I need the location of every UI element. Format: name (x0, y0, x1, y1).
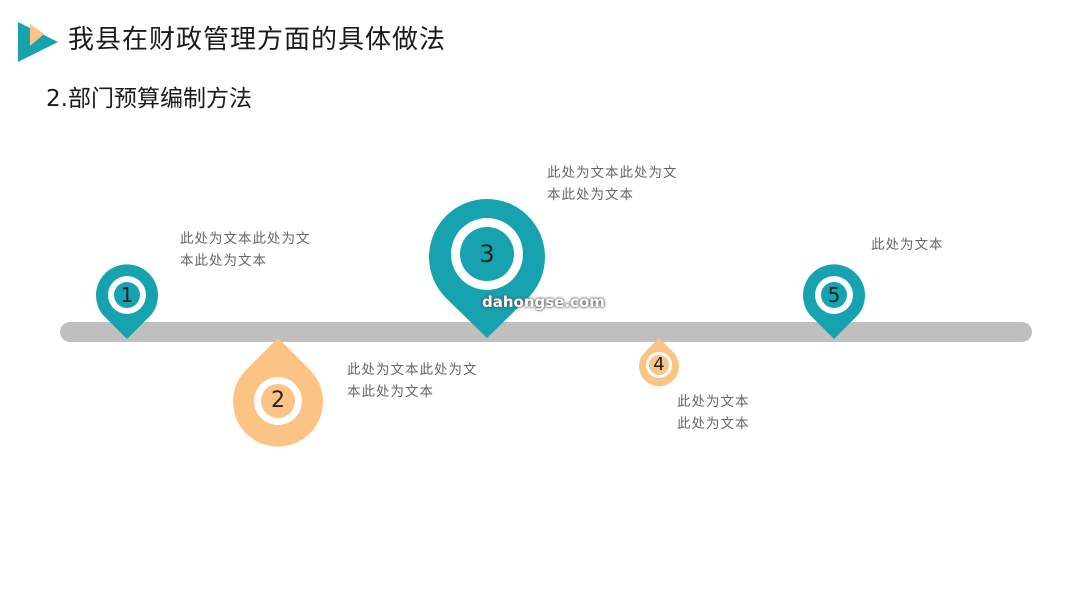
milestone-5-number: 5 (827, 283, 841, 307)
milestone-4-number: 4 (653, 354, 665, 375)
milestone-2-text: 此处为文本此处为文 本此处为文本 (347, 362, 478, 400)
milestone-4-text: 此处为文本 此处为文本 (677, 394, 750, 432)
milestone-1-number: 1 (120, 283, 134, 307)
milestone-5-pin: 5 (803, 264, 865, 340)
timeline-bar (60, 322, 1032, 342)
section-subtitle: 2.部门预算编制方法 (46, 86, 252, 112)
milestone-2-pin: 2 (233, 336, 323, 448)
milestone-1-text: 此处为文本此处为文 本此处为文本 (180, 231, 311, 269)
milestone-3-text: 此处为文本此处为文 本此处为文本 (547, 165, 678, 203)
milestone-5-text: 此处为文本 (871, 237, 944, 253)
milestone-3-number: 3 (479, 240, 495, 268)
milestone-2-number: 2 (271, 388, 285, 413)
page-title: 我县在财政管理方面的具体做法 (68, 25, 447, 55)
play-logo-icon (18, 22, 58, 62)
milestone-4-pin: 4 (639, 337, 679, 387)
milestone-1-pin: 1 (96, 264, 158, 340)
milestone-3-pin: 3 (429, 199, 545, 339)
watermark: dahongse.com (482, 293, 605, 311)
